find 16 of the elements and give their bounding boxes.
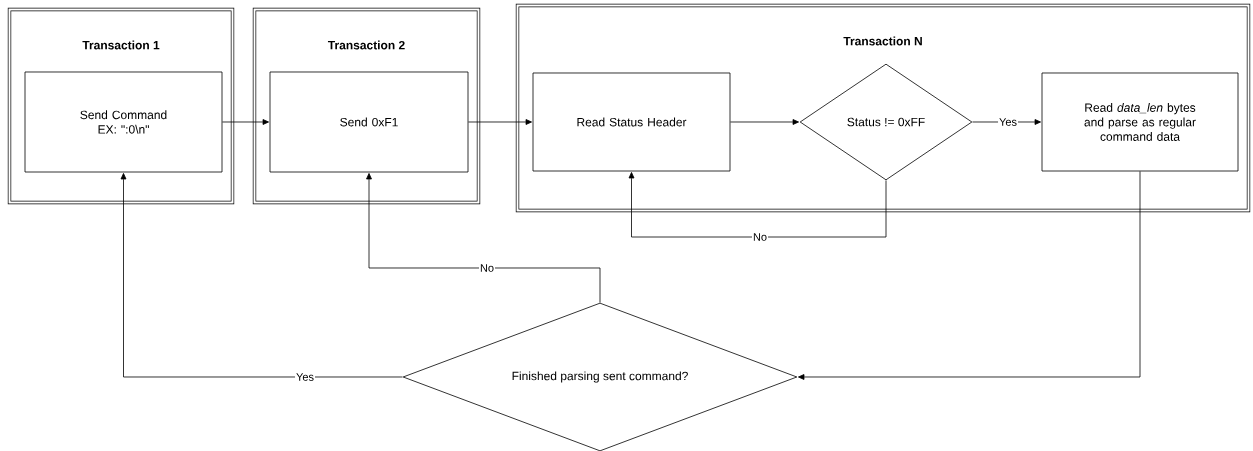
process-box: Read data_len bytes and parse as regular command data bbox=[1041, 72, 1239, 172]
edge-label: Yes bbox=[998, 117, 1018, 127]
arrow bbox=[222, 119, 269, 125]
arrow bbox=[798, 171, 1141, 380]
arrow bbox=[628, 172, 887, 238]
edge-label: No bbox=[752, 232, 769, 242]
process-box: Send 0xF1 bbox=[269, 71, 469, 173]
arrow bbox=[972, 119, 1041, 125]
arrow bbox=[468, 119, 532, 125]
arrow bbox=[366, 173, 601, 303]
process-box: Send Command EX: ":0\n" bbox=[24, 71, 223, 173]
arrow bbox=[730, 119, 799, 125]
edge-label: Yes bbox=[295, 372, 315, 382]
edge-label: No bbox=[479, 263, 496, 273]
process-box: Read Status Header bbox=[532, 72, 731, 172]
arrow bbox=[120, 173, 403, 378]
